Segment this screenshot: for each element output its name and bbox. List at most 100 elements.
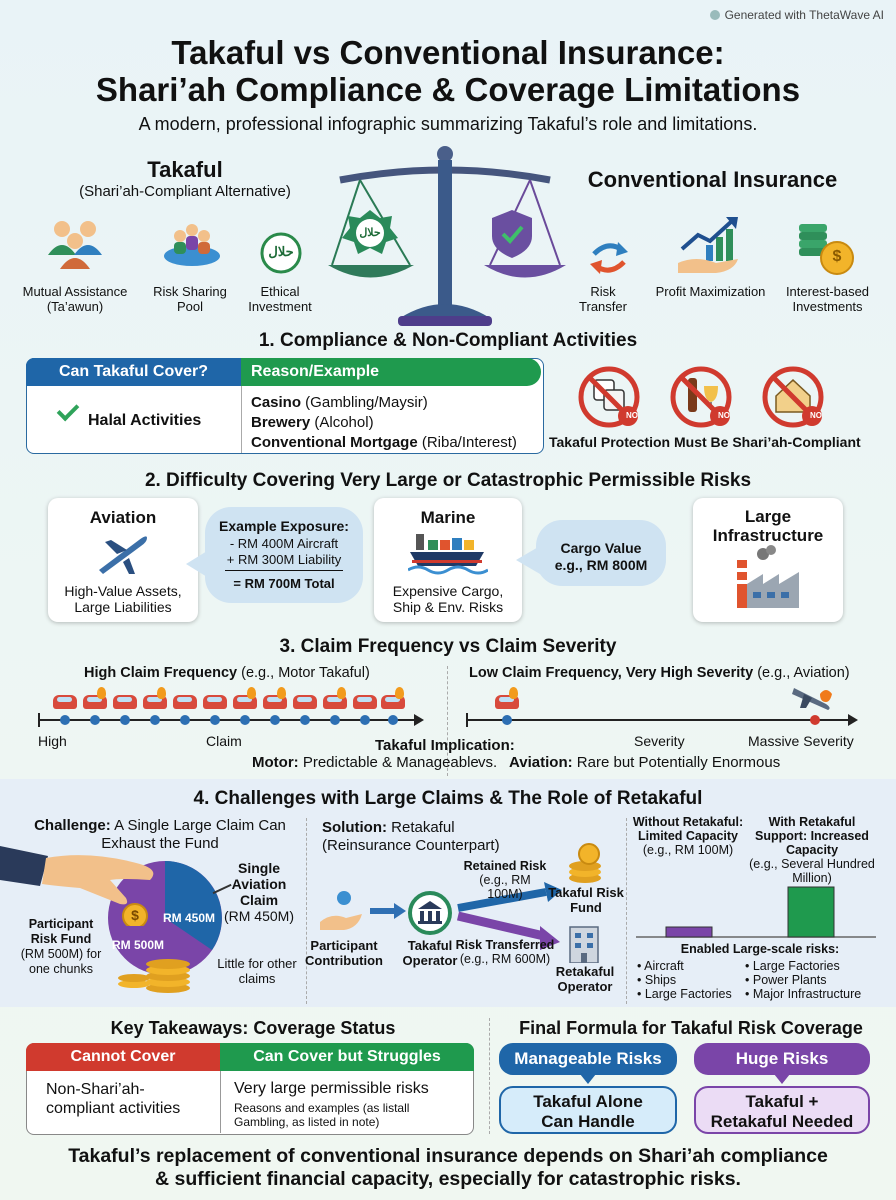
without-retakaful-amount: (e.g., RM 100M) <box>642 843 734 857</box>
claim-dot <box>270 715 280 725</box>
exposure-line2: + RM 300M Liability <box>226 552 342 567</box>
manageable-arrow <box>580 1074 596 1084</box>
table-divider <box>241 386 242 453</box>
no-badge-1: NO <box>626 411 638 420</box>
section4-title: 4. Challenges with Large Claims & The Ro… <box>193 788 703 809</box>
no-alcohol-icon <box>670 366 732 428</box>
aviation-title: Aviation <box>89 508 157 527</box>
section2-title: 2. Difficulty Covering Very Large or Cat… <box>144 470 752 491</box>
marine-title: Marine <box>420 508 476 527</box>
claim-dot <box>210 715 220 725</box>
severity-axis-arrow <box>848 714 858 726</box>
exposure-line1: - RM 400M Aircraft <box>229 536 339 551</box>
fire-icon <box>277 687 286 699</box>
single-claim-label: Single Aviation Claim(RM 450M) <box>222 860 296 924</box>
claim-dot <box>300 715 310 725</box>
infrastructure-title: Large Infrastructure <box>712 507 824 545</box>
airplane-icon <box>99 536 147 574</box>
transferred-risk-amount: (e.g., RM 600M) <box>459 952 551 966</box>
car-icon <box>293 695 317 709</box>
high-frequency-label: High Claim Frequency (e.g., Motor Takafu… <box>84 665 370 681</box>
axis-label-high: High <box>38 733 67 749</box>
capacity-bar-0 <box>665 926 713 938</box>
growth-icon <box>678 217 738 273</box>
participant-fund-label: Participant Risk Fund(RM 500M) for one c… <box>20 917 102 977</box>
aviation-desc: High-Value Assets, Large Liabilities <box>64 583 182 615</box>
claim-dot <box>502 715 512 725</box>
fire-icon <box>247 687 256 699</box>
list-item: • Ships <box>637 973 677 987</box>
axis-label-claim: Claim <box>206 733 242 749</box>
claim-dot <box>330 715 340 725</box>
retained-risk-label: Retained Risk(e.g., RM 100M) <box>460 859 550 901</box>
header: Takaful vs Conventional Insurance: Shari… <box>0 34 896 135</box>
with-retakaful-amount: (e.g., Several Hundred Million) <box>749 857 875 885</box>
list-item: • Aircraft <box>637 959 684 973</box>
aviation-implication: Aviation: Rare but Potentially Enormous <box>509 754 781 771</box>
takaful-implication: Takaful Implication: <box>375 737 515 754</box>
axis-label-massive-severity: Massive Severity <box>748 733 854 749</box>
takeaways-divider <box>220 1071 221 1133</box>
list-item: • Power Plants <box>745 973 827 987</box>
footer-line2: & sufficient financial capacity, especia… <box>155 1168 741 1190</box>
watermark-text: Generated with ThetaWave AI <box>724 8 884 22</box>
claim-dot <box>240 715 250 725</box>
vs-text: vs. <box>478 754 498 771</box>
claim-dot <box>90 715 100 725</box>
exposure-bubble <box>205 507 363 603</box>
section3-divider <box>447 666 448 776</box>
crashing-plane-icon <box>792 688 832 710</box>
enabled-risks-title: Enabled Large-scale risks: <box>680 942 840 956</box>
cargo-bubble <box>536 520 666 586</box>
takaful-operator-label: Takaful Operator <box>402 938 458 968</box>
feature-label-risk-pool: Risk Sharing Pool <box>153 284 227 314</box>
without-retakaful-title: Without Retakaful: Limited Capacity <box>632 815 744 843</box>
car-icon <box>353 695 377 709</box>
challenge-text: Challenge: A Single Large Claim Can Exha… <box>34 817 286 852</box>
no-interest-icon <box>762 366 824 428</box>
fund-pie-icon <box>108 861 222 993</box>
without-retakaful-label: Without Retakaful: Limited Capacity(e.g.… <box>626 815 750 857</box>
feature-label-risk-transfer: Risk Transfer <box>579 284 627 314</box>
feature-label-mutual: Mutual Assistance (Ta’awun) <box>22 284 128 314</box>
transferred-risk-title: Risk Transferred <box>455 938 555 952</box>
with-retakaful-title: With Retakaful Support: Increased Capaci… <box>755 815 869 857</box>
exposure-title: Example Exposure: <box>219 518 349 534</box>
list-item: • Major Infrastructure <box>745 987 862 1001</box>
halal-icon-text: حلال <box>268 244 294 259</box>
feature-label-profit: Profit Maximization <box>655 284 766 299</box>
feature-label-interest: Interest-based Investments <box>785 284 870 314</box>
manageable-box: Takaful Alone Can Handle <box>499 1086 677 1134</box>
scale-halal-text: حلال <box>359 227 381 239</box>
participant-contribution-label: Participant Contribution <box>305 938 383 968</box>
contribution-hand-icon <box>320 891 362 930</box>
axis-label-severity: Severity <box>634 733 685 749</box>
capacity-chart <box>636 886 876 938</box>
fire-icon <box>337 687 346 699</box>
list-item: • Large Factories <box>637 987 732 1001</box>
huge-box: Takaful + Retakaful Needed <box>694 1086 870 1134</box>
severity-axis-tick <box>466 713 468 727</box>
frequency-axis-arrow <box>414 714 424 726</box>
fire-icon <box>157 687 166 699</box>
no-badge-3: NO <box>810 411 822 420</box>
halal-icon <box>260 232 302 274</box>
pie-label-500: RM 500M <box>112 938 165 952</box>
pie-label-450: RM 450M <box>163 911 216 925</box>
takaful-risk-fund-label: Takaful Risk Fund <box>548 885 624 915</box>
arrow-to-operator <box>370 908 396 914</box>
takaful-operator-icon <box>408 891 452 935</box>
claim-dot <box>150 715 160 725</box>
transferred-risk-label: Risk Transferred(e.g., RM 600M) <box>450 938 560 966</box>
pool-icon <box>164 224 220 266</box>
capacity-bar-1 <box>787 886 835 938</box>
risk-split-arrows <box>456 882 562 950</box>
retakaful-building-icon <box>569 926 599 963</box>
balance-scale-icon <box>328 146 566 326</box>
arrows-icon <box>590 242 628 274</box>
exposure-total: = RM 700M Total <box>233 576 335 591</box>
page-title-line2: Shari’ah Compliance & Coverage Limitatio… <box>95 71 801 108</box>
claim-dot <box>360 715 370 725</box>
car-icon <box>173 695 197 709</box>
low-frequency-label: Low Claim Frequency, Very High Severity … <box>469 665 850 681</box>
